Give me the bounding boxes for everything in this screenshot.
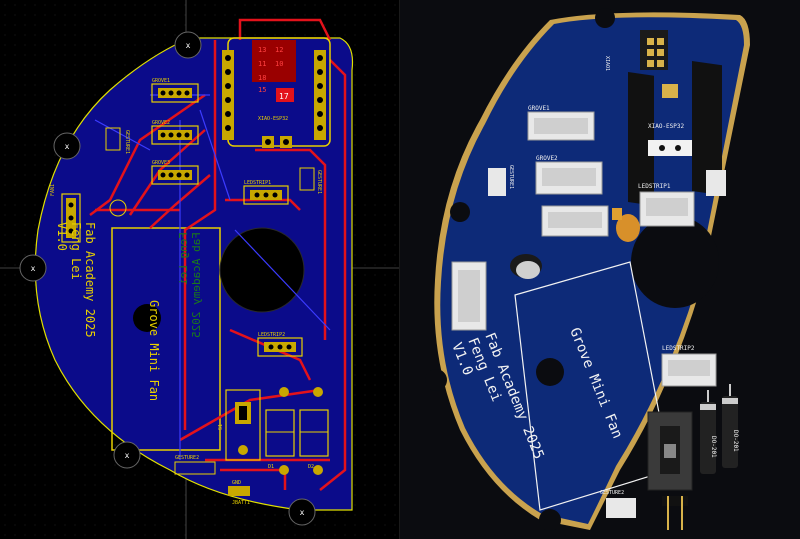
- xiao-bottom-pads: [262, 136, 292, 148]
- d2-label: D2: [308, 464, 314, 470]
- switch-footprint[interactable]: [225, 389, 261, 461]
- battery-pin-header[interactable]: [662, 496, 688, 530]
- ledstrip2-3d[interactable]: [661, 353, 717, 387]
- electrolytic-cap[interactable]: [510, 254, 542, 279]
- xiao-chip-pads: [252, 40, 296, 82]
- grove2-footprint[interactable]: [151, 125, 199, 145]
- marker-label: x: [125, 451, 130, 460]
- xiao-pads: [222, 50, 326, 140]
- ledstrip1-3d[interactable]: [639, 191, 695, 227]
- tantalum-cap[interactable]: [616, 214, 640, 242]
- grove1-3d[interactable]: [527, 111, 595, 141]
- render-ledstrip2-label: LEDSTRIP2: [662, 345, 695, 352]
- silk-author: Feng Lei: [69, 222, 83, 280]
- gesture-side-3d[interactable]: [706, 170, 726, 196]
- render-ledstrip1-label: LEDSTRIP1: [638, 183, 671, 190]
- fan-hole-3d: [631, 216, 719, 308]
- marker-label: x: [300, 508, 305, 517]
- mirrored-fab-academy: Fab Academy 2025: [190, 232, 203, 338]
- battery-footprint: [111, 227, 221, 451]
- gnd-label: GND: [232, 480, 241, 486]
- diode-d1[interactable]: [265, 387, 295, 475]
- render-diode-label-2: DO-201: [732, 430, 739, 452]
- smd-cap[interactable]: [612, 208, 622, 220]
- fan-hole: [219, 227, 305, 313]
- silk-title: Grove Mini Fan: [147, 300, 161, 401]
- mount-hole: [133, 304, 161, 332]
- gesture2-3d[interactable]: [606, 498, 636, 518]
- pad-17: [276, 88, 294, 102]
- mount-markers: [19, 31, 316, 526]
- fan-connector[interactable]: [61, 193, 81, 243]
- grove3-footprint[interactable]: [151, 165, 199, 185]
- pad-number: 18: [258, 74, 266, 82]
- grove2-label: GROVE2: [152, 120, 170, 126]
- ledstrip1-footprint[interactable]: [243, 185, 289, 205]
- diode-2-3d[interactable]: [722, 384, 738, 468]
- gesture1-3d[interactable]: [488, 168, 506, 196]
- silk-fab-academy: Fab Academy 2025: [83, 222, 97, 338]
- gesture2-footprint[interactable]: [174, 461, 216, 475]
- mirrored-bottom-silk: Fab Academy 2025 Feng Lei: [177, 232, 203, 338]
- ledstrip2-label: LEDSTRIP2: [258, 332, 285, 338]
- gesture2-label: GESTURE2: [175, 455, 199, 461]
- gesture-side-footprint[interactable]: [299, 167, 315, 191]
- render-xiao1-label: XIAO1: [604, 56, 610, 71]
- gesture1-footprint[interactable]: [105, 127, 121, 151]
- mirrored-author: Feng Lei: [177, 232, 190, 285]
- render-diode-label: DO-201: [710, 436, 717, 458]
- capacitor-footprint[interactable]: [109, 199, 127, 217]
- marker-label: x: [65, 142, 70, 151]
- d1-label: D1: [268, 464, 274, 470]
- pad-number: 13: [258, 46, 266, 54]
- ledstrip1-label: LEDSTRIP1: [244, 180, 271, 186]
- pad-number: 17: [279, 92, 289, 101]
- grove2-3d[interactable]: [535, 161, 603, 195]
- render-canvas[interactable]: Fab Academy 2025 Feng Lei V1.0 Grove Min…: [400, 0, 800, 539]
- xiao-label: XIAO-ESP32: [258, 116, 288, 122]
- silk-version: V1.0: [55, 222, 69, 251]
- grove1-label: GROVE1: [152, 78, 170, 84]
- pad-number: 15: [258, 86, 266, 94]
- layout-canvas[interactable]: x x x x x 13 12 11 10 18: [0, 0, 400, 539]
- pad-number: 10: [275, 60, 283, 68]
- fan-label: FAN1: [50, 184, 56, 196]
- silk-text-block: Fab Academy 2025 Feng Lei V1.0: [55, 222, 97, 338]
- render-grove2-label: GROVE2: [536, 155, 558, 162]
- render-grove1-label: GROVE1: [528, 105, 550, 112]
- grove3-3d[interactable]: [541, 205, 609, 237]
- render-xiao-label: XIAO-ESP32: [648, 123, 685, 130]
- jbatt-pads[interactable]: [228, 486, 250, 496]
- pad-number: 12: [275, 46, 283, 54]
- pcb-3d-view[interactable]: Fab Academy 2025 Feng Lei V1.0 Grove Min…: [400, 0, 800, 539]
- s1-label: S1: [218, 424, 224, 430]
- ledstrip2-footprint[interactable]: [257, 337, 303, 357]
- slide-switch-3d[interactable]: [647, 411, 693, 491]
- pcb-layout-view[interactable]: x x x x x 13 12 11 10 18: [0, 0, 400, 539]
- diode-1-3d[interactable]: [700, 390, 716, 474]
- fan-connector-3d[interactable]: [451, 261, 487, 331]
- diode-d2[interactable]: [299, 387, 329, 475]
- render-gesture1-label: GESTURE1: [508, 165, 514, 189]
- grove1-footprint[interactable]: [151, 83, 199, 103]
- jbatt-label: JBATT1: [232, 500, 250, 506]
- marker-label: x: [31, 264, 36, 273]
- marker-label: x: [186, 41, 191, 50]
- gesture1-label: GESTURE1: [124, 130, 130, 154]
- pad-number: 11: [258, 60, 266, 68]
- render-gesture2-label: GESTURE2: [600, 490, 624, 496]
- xiao-module-3d[interactable]: [628, 30, 722, 206]
- grove3-label: GROVE3: [152, 160, 170, 166]
- mount-hole-3d: [536, 358, 564, 386]
- gesture1-label-2: GESTURE1: [316, 170, 322, 194]
